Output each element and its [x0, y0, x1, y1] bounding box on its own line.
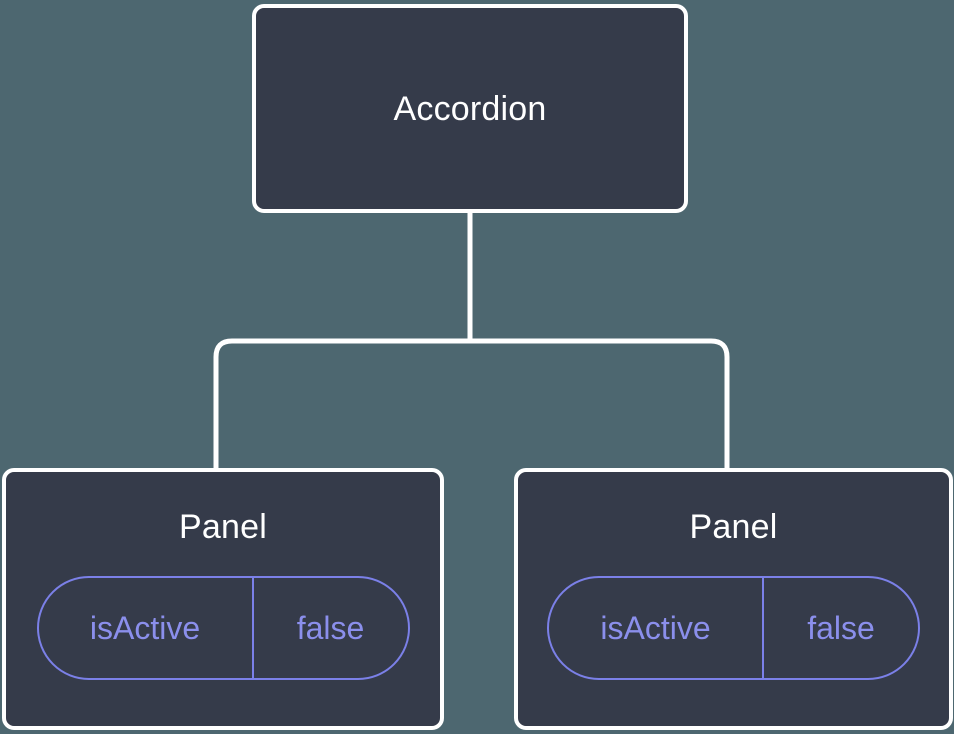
node-panel-2-title: Panel: [689, 508, 778, 546]
node-panel-2[interactable]: Panel isActive false: [514, 468, 953, 730]
node-panel-2-state-key: isActive: [549, 578, 764, 678]
node-panel-1-state-value: false: [296, 610, 365, 646]
node-panel-1-title: Panel: [179, 508, 267, 546]
node-panel-1-state-badge[interactable]: isActive false: [36, 576, 410, 680]
node-accordion[interactable]: Accordion: [252, 4, 688, 213]
node-panel-2-state-badge[interactable]: isActive false: [547, 576, 920, 680]
node-accordion-title: Accordion: [393, 89, 547, 128]
node-panel-2-state-value: false: [807, 610, 875, 646]
node-panel-1-state-key: isActive: [39, 578, 254, 678]
edge-root-to-panel-left: [213, 211, 473, 470]
node-panel-1[interactable]: Panel isActive false: [2, 468, 444, 730]
edge-root-to-panel-right: [467, 211, 730, 470]
